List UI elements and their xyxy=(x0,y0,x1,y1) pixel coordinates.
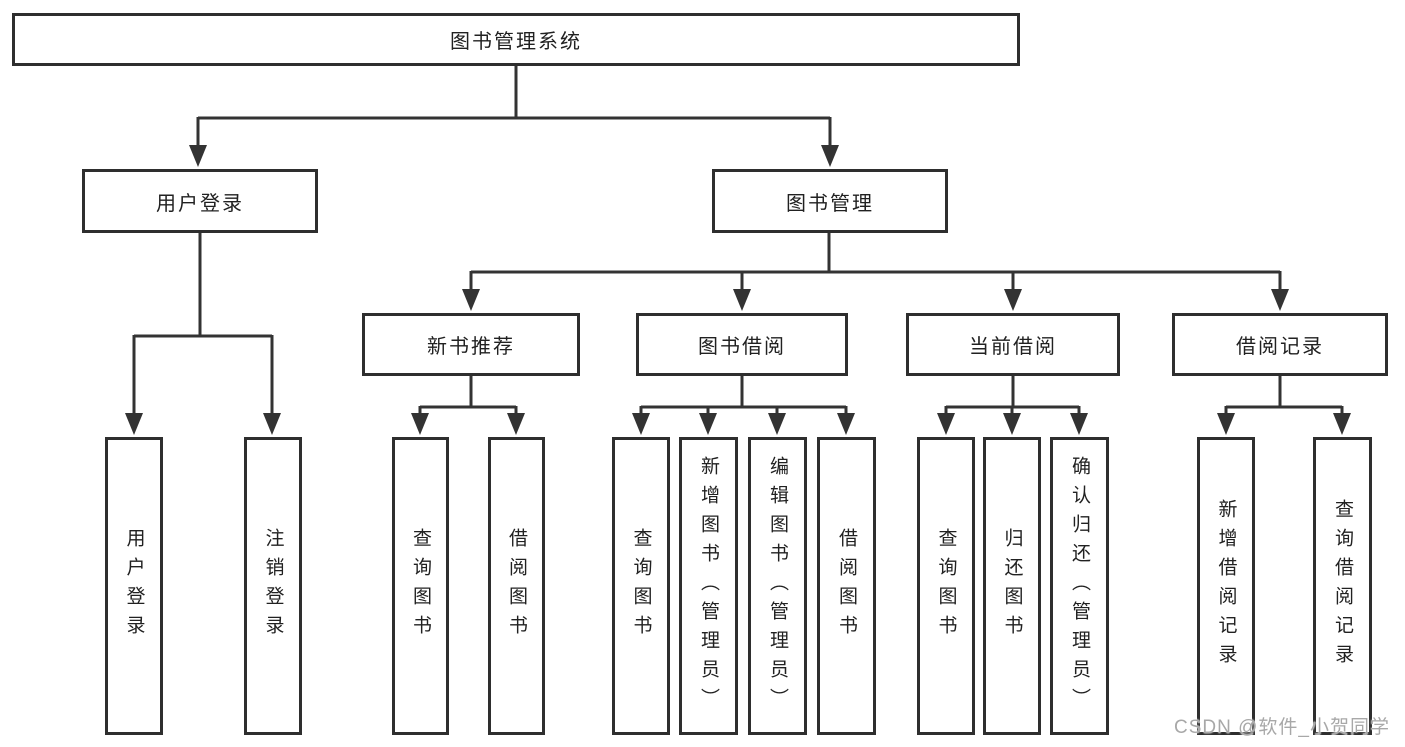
node-book-borrow: 图书借阅 xyxy=(636,313,848,376)
connector-borrow-records-children xyxy=(1224,375,1344,418)
arrowheads xyxy=(125,145,1351,435)
leaf-borrow-books-recommend: 借阅图书 xyxy=(488,437,545,735)
node-root-library-system: 图书管理系统 xyxy=(12,13,1020,66)
leaf-logout: 注销登录 xyxy=(244,437,302,735)
node-book-management: 图书管理 xyxy=(712,169,948,233)
leaf-user-login: 用户登录 xyxy=(105,437,163,735)
leaf-return-book: 归还图书 xyxy=(983,437,1041,735)
connector-user-login-children xyxy=(132,233,274,418)
csdn-watermark: CSDN @软件_小贺同学 xyxy=(1174,717,1390,738)
leaf-borrow-books: 借阅图书 xyxy=(817,437,876,735)
connector-new-book-children xyxy=(418,375,518,418)
leaf-add-borrow-record: 新增借阅记录 xyxy=(1197,437,1255,735)
connector-book-management-children xyxy=(469,232,1282,294)
node-user-login: 用户登录 xyxy=(82,169,318,233)
leaf-confirm-return-admin: 确认归还（管理员） xyxy=(1050,437,1109,735)
leaf-query-books-borrow: 查询图书 xyxy=(612,437,670,735)
connector-book-borrow-children xyxy=(639,375,848,418)
leaf-add-book-admin: 新增图书（管理员） xyxy=(679,437,738,735)
node-new-book-recommend: 新书推荐 xyxy=(362,313,580,376)
leaf-query-borrow-record: 查询借阅记录 xyxy=(1313,437,1372,735)
node-borrow-records: 借阅记录 xyxy=(1172,313,1388,376)
leaf-edit-book-admin: 编辑图书（管理员） xyxy=(748,437,807,735)
connector-current-borrow-children xyxy=(944,375,1081,418)
leaf-query-books-recommend: 查询图书 xyxy=(392,437,449,735)
leaf-query-books-current: 查询图书 xyxy=(917,437,975,735)
connector-root-to-level2 xyxy=(196,65,832,150)
node-current-borrow: 当前借阅 xyxy=(906,313,1120,376)
